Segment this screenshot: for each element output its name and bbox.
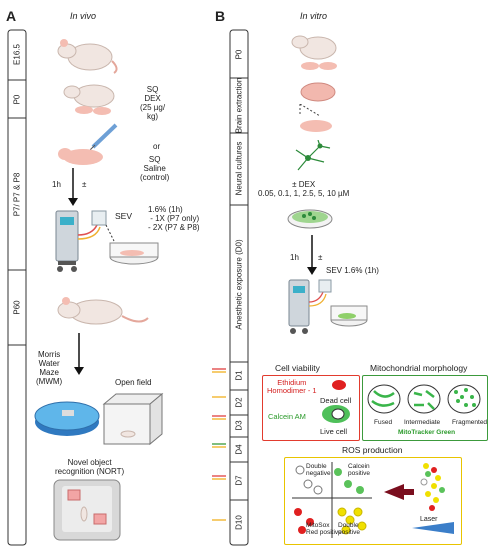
timeline-a-p7: P7/ P7 & P8: [12, 172, 22, 217]
double-negative-label: Double negative: [306, 463, 331, 477]
dex-conc-label: ± DEX 0.05, 0.1, 1, 2.5, 5, 10 µM: [258, 180, 350, 198]
nort-arena-icon: [53, 479, 121, 541]
down-arrow-icon-2: [74, 333, 84, 375]
mother-with-pups-icon-b: [291, 35, 337, 70]
timeline-a-p60: P60: [12, 300, 22, 315]
timeline-b-cultures: Neural cultures: [234, 141, 244, 196]
intermediate-label: Intermediate: [404, 419, 441, 426]
mitotracker-label: MitoTracker Green: [398, 429, 456, 436]
mwm-label: Morris Water Maze (MWM): [36, 350, 63, 386]
mito-title: Mitochondrial morphology: [370, 363, 468, 373]
open-field-label: Open field: [115, 378, 152, 387]
anesthesia-machine-icon: [55, 210, 159, 272]
dead-cell-label: Dead cell: [320, 396, 352, 405]
mitosox-label: MitoSox Red positive: [306, 522, 342, 536]
timeline-a-e165: E16.5: [12, 44, 22, 65]
timeline-b-d1: D1: [234, 370, 244, 381]
water-maze-icon: [34, 401, 100, 436]
fragmented-label: Fragmented: [452, 419, 488, 426]
adult-mouse-icon: [57, 297, 149, 325]
down-arrow-icon: [68, 168, 78, 206]
ros-box: [284, 457, 462, 545]
cell-viability-box: [262, 375, 360, 441]
double-positive-label: Double positive: [338, 522, 361, 536]
dead-cell-icon: [332, 380, 346, 390]
ethidium-label: Ethidium Homodimer - 1: [267, 378, 317, 395]
timeline-b-exposure: Anesthetic exposure (D0): [234, 239, 244, 330]
mito-cells-icon: [367, 384, 481, 414]
timeline-b-d3: D3: [234, 420, 244, 431]
mito-box: [362, 375, 488, 441]
calcein-positive-label: Calcein positive: [348, 463, 371, 477]
pm-a: ±: [82, 180, 87, 189]
timeline-b-d2: D2: [234, 397, 244, 408]
timeline-b-brain: Brain extraction: [234, 77, 244, 134]
down-arrow-icon-b: [307, 235, 317, 275]
cell-viability-title: Cell viability: [275, 363, 320, 373]
panel-a-title: In vivo: [70, 11, 97, 21]
or-label: or: [153, 142, 161, 151]
timeline-b-d10: D10: [234, 515, 244, 530]
neuron-icon: [295, 140, 331, 171]
culture-dish-icon: [287, 209, 333, 229]
laser-label: Laser: [420, 516, 438, 523]
pregnant-mouse-icon: [57, 39, 118, 74]
ros-quadrant-plot: [292, 462, 454, 538]
sev-label-b: SEV 1.6% (1h): [326, 266, 379, 275]
calcein-label: Calcein AM: [268, 412, 306, 421]
timepoint-arrows: [212, 368, 226, 521]
panel-a-letter: A: [6, 8, 17, 24]
extraction-lines: [299, 104, 332, 132]
pup-icon: [58, 148, 103, 165]
delay-1h-b: 1h: [290, 253, 299, 262]
timeline-b-d4: D4: [234, 444, 244, 455]
mother-with-pups-icon: [63, 84, 115, 115]
ros-title: ROS production: [342, 445, 403, 455]
sev-dose-a: 1.6% (1h) - 1X (P7 only) - 2X (P7 & P8): [148, 205, 200, 232]
panel-b-title: In vitro: [300, 11, 328, 21]
sq-dex-label: SQ DEX (25 µg/ kg): [140, 85, 166, 121]
brain-icon: [300, 82, 336, 102]
anesthesia-machine-icon-b: [288, 279, 368, 334]
panel-b-letter: B: [215, 8, 226, 24]
open-field-box-icon: [102, 392, 164, 446]
fused-label: Fused: [374, 419, 393, 426]
nort-label: Novel object recognition (NORT): [55, 458, 125, 476]
sq-saline-label: SQ Saline (control): [140, 155, 170, 182]
pm-b: ±: [318, 253, 323, 262]
live-cell-label: Live cell: [320, 427, 348, 436]
syringe-icon: [90, 123, 118, 150]
timeline-a-p0: P0: [12, 94, 22, 105]
delay-1h-a: 1h: [52, 180, 61, 189]
live-cell-icon: [322, 405, 350, 423]
timeline-b-p0: P0: [234, 49, 244, 60]
timeline-b-d7: D7: [234, 475, 244, 486]
sev-label-a: SEV: [115, 211, 133, 221]
